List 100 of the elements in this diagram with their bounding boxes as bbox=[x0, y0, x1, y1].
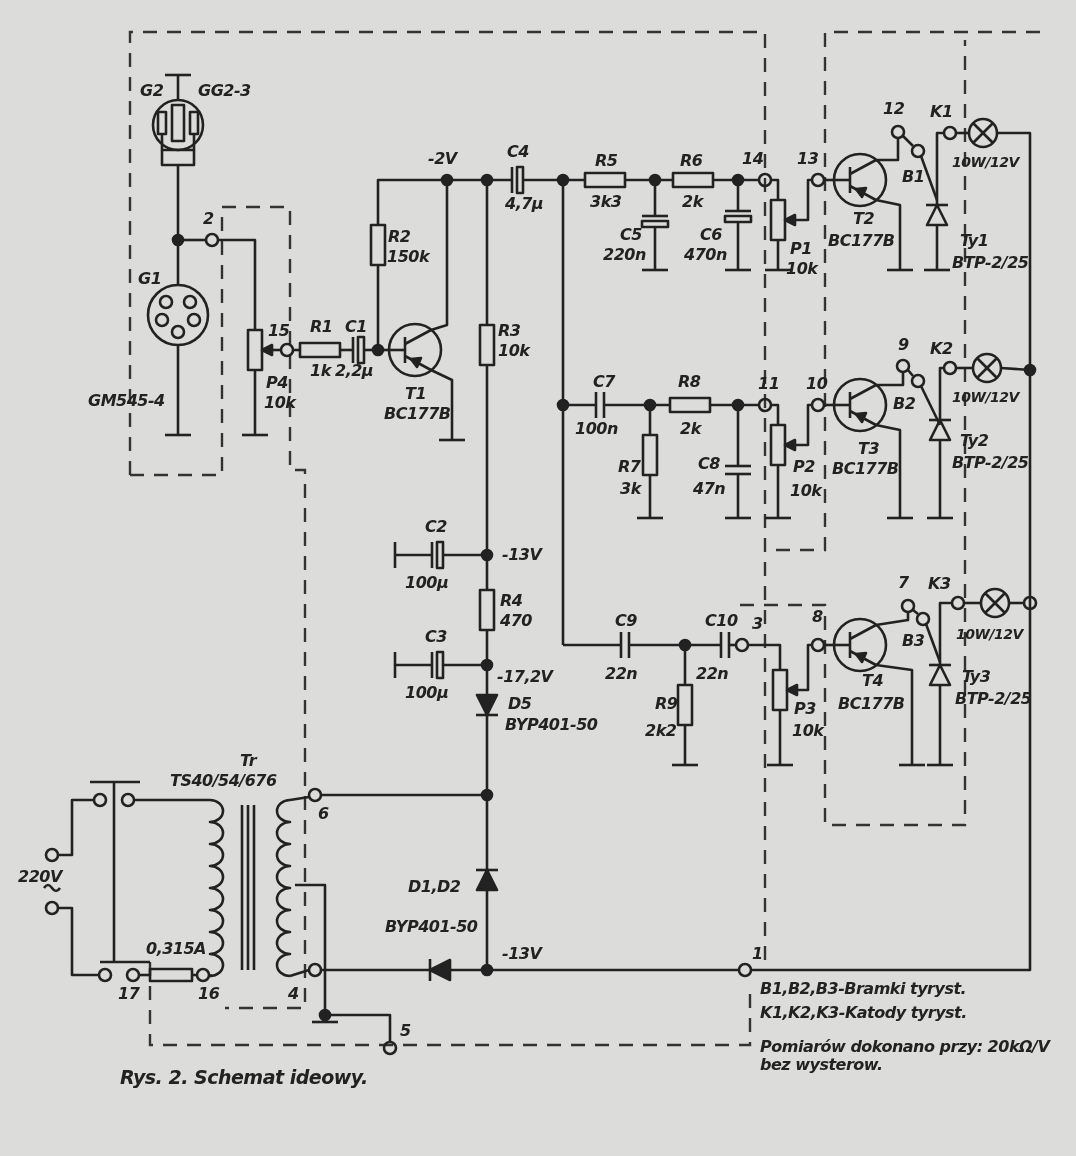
component-label: 10k bbox=[790, 482, 822, 500]
component-label: BTP-2/25 bbox=[952, 254, 1029, 272]
pin-number: 2 bbox=[203, 210, 214, 228]
component-label: C1 bbox=[345, 318, 367, 336]
caption: Rys. 2. Schemat ideowy. bbox=[120, 1068, 368, 1086]
component-label: 10k bbox=[498, 342, 530, 360]
component-label: B1 bbox=[902, 168, 925, 186]
component-label: 22n bbox=[696, 665, 729, 683]
component-label: GM545-4 bbox=[88, 392, 165, 410]
component-label: R2 bbox=[388, 228, 411, 246]
component-label: BYP401-50 bbox=[385, 918, 478, 936]
pin-number: 14 bbox=[742, 150, 764, 168]
component-label: G2 bbox=[140, 82, 164, 100]
component-label: C2 bbox=[425, 518, 447, 536]
component-label: 2k bbox=[680, 420, 701, 438]
component-label: 10k bbox=[786, 260, 818, 278]
component-label: C8 bbox=[698, 455, 720, 473]
component-label: 150k bbox=[387, 248, 430, 266]
pin-number: 16 bbox=[198, 985, 220, 1003]
component-label: R6 bbox=[680, 152, 703, 170]
voltage-label: -2V bbox=[428, 150, 457, 168]
component-label: Tr bbox=[240, 752, 257, 770]
component-label: P3 bbox=[794, 700, 816, 718]
component-label: C6 bbox=[700, 226, 722, 244]
component-label: TS40/54/676 bbox=[170, 772, 277, 790]
component-label: 3k bbox=[620, 480, 641, 498]
component-label: BC177B bbox=[838, 695, 905, 713]
pin-number: 15 bbox=[268, 322, 290, 340]
component-label: 100µ bbox=[405, 574, 449, 592]
component-label: 22n bbox=[605, 665, 638, 683]
pin-number: 6 bbox=[318, 805, 329, 823]
voltage-label: -13V bbox=[502, 945, 542, 963]
component-label: 47n bbox=[693, 480, 726, 498]
component-label: BC177B bbox=[832, 460, 899, 478]
pin-number: 10 bbox=[806, 375, 828, 393]
component-label: P2 bbox=[793, 458, 815, 476]
component-label: 10k bbox=[264, 394, 296, 412]
voltage-label: -13V bbox=[502, 546, 542, 564]
component-label: BC177B bbox=[384, 405, 451, 423]
pin-number: 5 bbox=[400, 1022, 411, 1040]
note-text: Pomiarów dokonano przy: 20kΩ/V bez wysterow. bbox=[760, 1038, 1052, 1074]
component-label: 3k3 bbox=[590, 193, 622, 211]
component-label: 100µ bbox=[405, 684, 449, 702]
component-label: C10 bbox=[705, 612, 738, 630]
component-label: T2 bbox=[853, 210, 875, 228]
component-label: C3 bbox=[425, 628, 447, 646]
component-label: R7 bbox=[618, 458, 641, 476]
component-label: C7 bbox=[593, 373, 615, 391]
component-label: P1 bbox=[790, 240, 812, 258]
component-label: 100n bbox=[575, 420, 618, 438]
component-label: 470n bbox=[684, 246, 727, 264]
pin-number: 12 bbox=[883, 100, 905, 118]
pin-number: 13 bbox=[797, 150, 819, 168]
component-label: C5 bbox=[620, 226, 642, 244]
voltage-label: 220V bbox=[18, 868, 62, 886]
component-label: T4 bbox=[862, 672, 884, 690]
component-label: GG2-3 bbox=[198, 82, 251, 100]
component-label: BTP-2/25 bbox=[952, 454, 1029, 472]
component-label: K1 bbox=[930, 103, 953, 121]
component-label: R3 bbox=[498, 322, 521, 340]
component-label: B3 bbox=[902, 632, 925, 650]
component-label: R4 bbox=[500, 592, 523, 610]
component-label: D1,D2 bbox=[408, 878, 461, 896]
component-label: 2k bbox=[682, 193, 703, 211]
component-label: R9 bbox=[655, 695, 678, 713]
component-label: Ty3 bbox=[962, 668, 991, 686]
component-label: B2 bbox=[893, 395, 916, 413]
component-label: K2 bbox=[930, 340, 953, 358]
pin-number: 1 bbox=[752, 945, 763, 963]
component-label: R5 bbox=[595, 152, 618, 170]
component-label: 1k bbox=[310, 362, 331, 380]
voltage-label: -17,2V bbox=[497, 668, 553, 686]
component-label: BTP-2/25 bbox=[955, 690, 1032, 708]
pin-number: 3 bbox=[752, 615, 763, 633]
component-label: Ty1 bbox=[960, 232, 989, 250]
component-label: C4 bbox=[507, 143, 529, 161]
component-label: 470 bbox=[500, 612, 532, 630]
component-label: Ty2 bbox=[960, 432, 989, 450]
component-label: K3 bbox=[928, 575, 951, 593]
component-label: 0,315A bbox=[146, 940, 206, 958]
pin-number: 8 bbox=[812, 608, 823, 626]
note-text: B1,B2,B3-Bramki tyryst. bbox=[760, 980, 967, 998]
component-label: BC177B bbox=[828, 232, 895, 250]
component-label: 4,7µ bbox=[505, 195, 544, 213]
component-label: 220n bbox=[603, 246, 646, 264]
component-label: T1 bbox=[405, 385, 427, 403]
component-label: R8 bbox=[678, 373, 701, 391]
component-label: R1 bbox=[310, 318, 333, 336]
component-label: 2,2µ bbox=[335, 362, 374, 380]
component-label: 2k2 bbox=[645, 722, 677, 740]
component-label: BYP401-50 bbox=[505, 716, 598, 734]
component-label: 10W/12V bbox=[956, 625, 1023, 643]
component-label: 10k bbox=[792, 722, 824, 740]
pin-number: 17 bbox=[118, 985, 140, 1003]
pin-number: 4 bbox=[288, 985, 299, 1003]
pin-number: 7 bbox=[898, 574, 909, 592]
note-text: K1,K2,K3-Katody tyryst. bbox=[760, 1004, 967, 1022]
component-label: C9 bbox=[615, 612, 637, 630]
component-label: G1 bbox=[138, 270, 162, 288]
pin-number: 11 bbox=[758, 375, 780, 393]
